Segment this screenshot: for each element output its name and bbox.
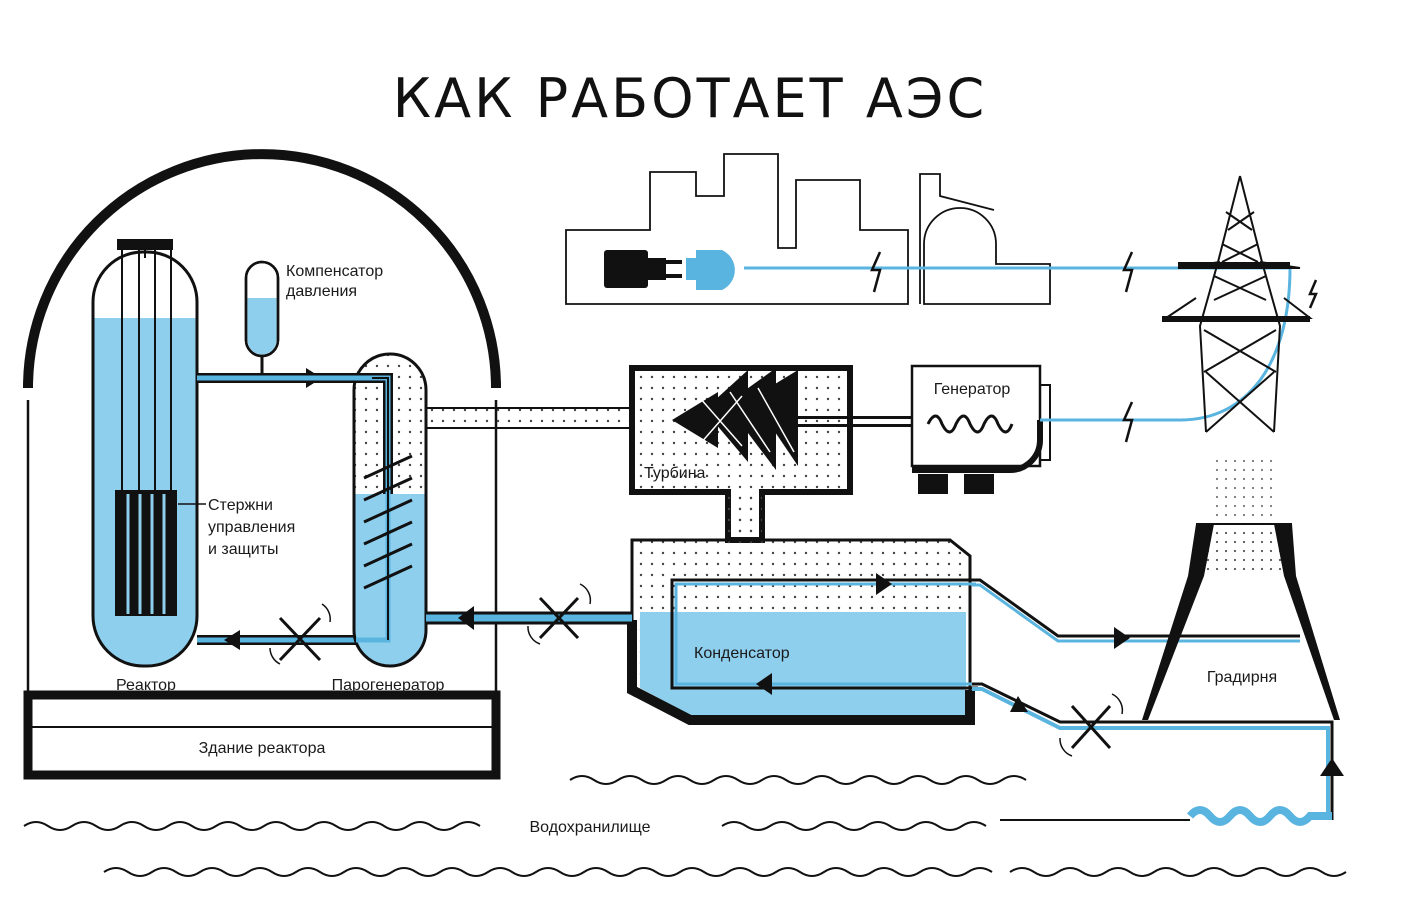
cooling-water-pipes [972,578,1344,826]
tower-crossarm [1178,262,1290,268]
turbine-rotor [672,368,916,470]
label-steam-generator: Парогенератор [332,677,445,694]
flow-arrow-icon [224,630,240,650]
flow-arrow-icon [1010,696,1028,712]
plug-icon [604,250,682,288]
label-compensator-1: Компенсатор [286,263,383,280]
tower-crossarm [1162,316,1310,322]
flow-arrow-icon [1320,758,1344,776]
steam-line [425,407,633,429]
flow-arrow-icon [756,673,772,695]
valve-icon [1059,693,1124,757]
label-rods-2: управления [208,519,295,536]
flow-arrow-icon [458,606,474,630]
valve-icon [527,583,592,645]
control-rods [115,250,177,616]
label-reactor: Реактор [116,677,176,694]
label-rods-3: и защиты [208,541,279,558]
label-generator: Генератор [934,381,1011,398]
label-compensator-2: давления [286,283,357,300]
flow-arrow-icon [876,573,892,595]
generator [910,364,1051,494]
condenser [627,538,978,725]
lightning-icon [1122,401,1134,443]
label-reservoir: Водохранилище [530,819,651,836]
lightning-icon [870,251,882,293]
labels: Компенсатор давления Стержни управления … [116,263,1277,836]
steam-duct [728,490,762,542]
feedwater-line [426,583,632,645]
flow-arrow-icon [1114,627,1130,649]
label-rods-1: Стержни [208,497,273,514]
label-turbine: Турбина [644,465,706,482]
socket-icon [686,250,735,290]
cooling-tower [1142,456,1340,720]
pressure-compensator [244,260,280,375]
label-condenser: Конденсатор [694,645,790,662]
steam-generator [197,352,428,668]
lightning-icon [1308,279,1318,309]
label-cooling-tower: Градирня [1207,669,1277,686]
valve-icon [269,603,331,665]
city-skyline [565,153,1051,305]
lightning-icon [1122,251,1134,293]
reservoir-waves [23,775,1347,877]
label-reactor-building: Здание реактора [199,740,326,757]
reactor-building [23,149,501,780]
page-title: КАК РАБОТАЕТ АЭС [393,67,987,130]
